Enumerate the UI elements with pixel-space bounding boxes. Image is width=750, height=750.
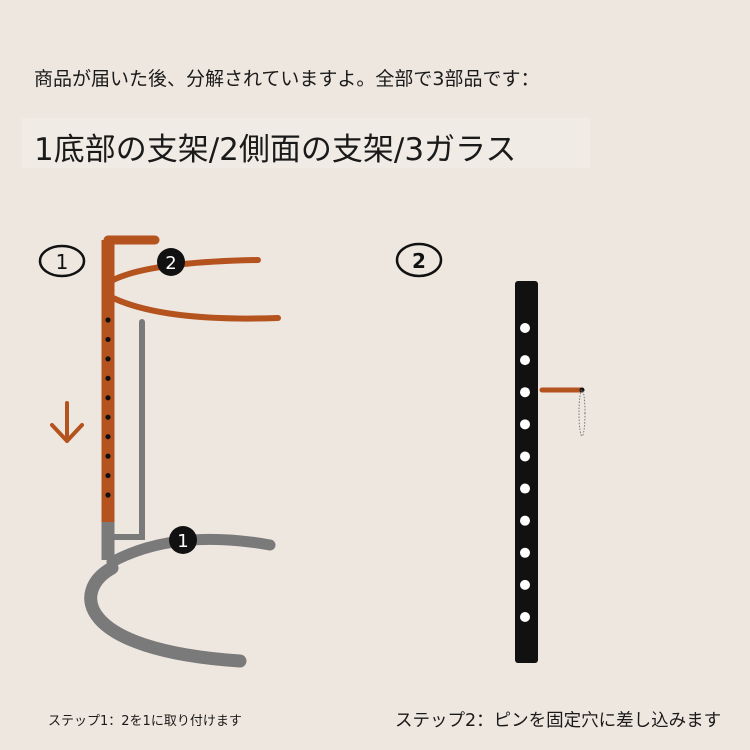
hole <box>520 547 530 558</box>
support-bar <box>515 281 538 663</box>
hole <box>520 483 530 494</box>
part2-badge-number: 2 <box>165 253 176 274</box>
hole <box>105 356 111 362</box>
hole <box>520 419 530 430</box>
side-support-holes <box>105 317 111 498</box>
hole <box>105 395 111 401</box>
base-support <box>84 319 276 668</box>
hole <box>520 355 530 366</box>
hole <box>520 387 530 398</box>
step1-marker-number: 1 <box>56 250 69 274</box>
hole <box>520 612 530 622</box>
hole <box>105 317 111 323</box>
step2-caption: ステップ2：ピンを固定穴に差し込みます <box>395 711 722 731</box>
hole <box>105 434 111 440</box>
support-bar-holes <box>520 323 530 622</box>
title-background <box>22 118 590 168</box>
part2-badge: 2 <box>157 248 185 276</box>
hole <box>520 579 530 590</box>
hole <box>105 492 111 498</box>
step1-marker: 1 <box>38 244 86 278</box>
intro-text: 商品が届いた後、分解されていますよ。全部で3部品です： <box>34 68 540 90</box>
down-arrow-icon <box>50 401 84 443</box>
pin-icon <box>539 387 586 437</box>
hole <box>520 323 530 333</box>
hole <box>105 414 111 420</box>
hole <box>105 336 111 343</box>
hole <box>105 472 111 479</box>
step1-diagram: 1 2 1 <box>38 235 281 668</box>
part1-badge-number: 1 <box>177 531 188 552</box>
part1-badge: 1 <box>169 526 197 554</box>
hole <box>105 375 111 381</box>
hole <box>520 451 530 462</box>
step2-marker-number: 2 <box>412 249 426 273</box>
hole <box>520 515 530 526</box>
side-support <box>101 235 281 522</box>
parts-title: 1底部の支架/2側面の支架/3ガラス <box>34 132 517 168</box>
step2-diagram: 2 <box>395 242 586 663</box>
step1-caption: ステップ1：2を1に取り付けます <box>48 714 242 729</box>
pin-chain <box>578 389 586 437</box>
hole <box>105 453 111 459</box>
step2-marker: 2 <box>395 242 443 278</box>
